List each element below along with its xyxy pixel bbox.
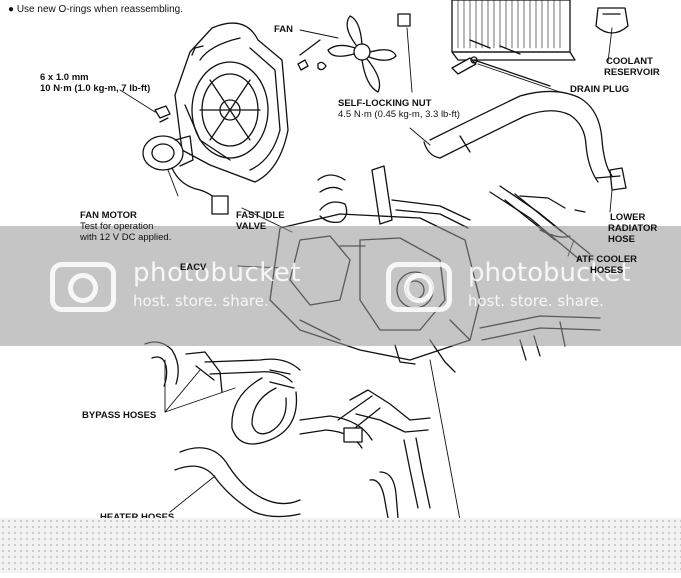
fan-motor (142, 135, 229, 215)
radiator (451, 0, 576, 61)
label-drain-plug: DRAIN PLUG (570, 84, 630, 95)
label-fan-motor: FAN MOTOR (80, 210, 137, 221)
page-footer-pattern (0, 518, 681, 573)
label-fan-motor-note: with 12 V DC applied. (80, 232, 172, 243)
label-nut-torque: 4.5 N·m (0.45 kg-m, 3.3 lb-ft) (338, 109, 460, 120)
label-self-locking-nut: SELF-LOCKING NUT (338, 98, 432, 109)
label-reservoir: RESERVOIR (604, 67, 660, 78)
watermark-brand: photobucket (133, 258, 302, 288)
watermark-slogan: host. store. share. (133, 292, 269, 310)
label-atf-cooler: ATF COOLER (576, 254, 638, 265)
upper-radiator-hose (423, 90, 627, 191)
fan-shroud (174, 22, 289, 183)
leader-lines (119, 27, 613, 521)
label-valve: VALVE (236, 221, 267, 232)
coolant-reservoir (595, 7, 629, 34)
camera-logo-icon (386, 262, 452, 312)
label-atf-hoses: HOSES (590, 265, 624, 276)
label-coolant: COOLANT (606, 56, 653, 67)
label-bolt-size: 6 x 1.0 mm (40, 72, 89, 83)
label-fast-idle: FAST IDLE (236, 210, 285, 221)
fan-blade (299, 15, 397, 93)
label-bypass-hoses: BYPASS HOSES (82, 410, 157, 421)
label-bolt-torque: 10 N·m (1.0 kg-m, 7 lb-ft) (40, 83, 151, 94)
label-fan-motor-note: Test for operation (80, 221, 154, 232)
label-fan: FAN (274, 24, 293, 35)
bypass-hoses (144, 341, 301, 445)
watermark-brand: photobucket (468, 258, 631, 288)
reassembly-note: ● Use new O-rings when reassembling. (8, 4, 184, 15)
label-heater-hoses: HEATER HOSES (100, 512, 174, 523)
label-lower: LOWER (610, 212, 646, 223)
watermark-slogan: host. store. share. (468, 292, 604, 310)
heater-hoses (174, 389, 431, 519)
camera-logo-icon (50, 262, 116, 312)
label-eacv: EACV (180, 262, 207, 273)
label-hose: HOSE (608, 234, 635, 245)
drain-plug (451, 56, 551, 87)
label-radiator: RADIATOR (608, 223, 658, 234)
